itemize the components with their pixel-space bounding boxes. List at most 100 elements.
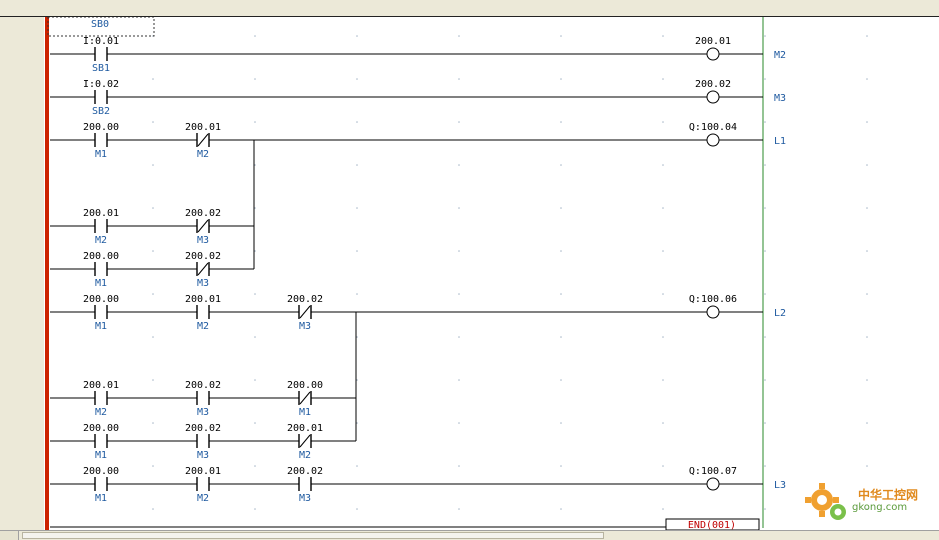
watermark-logo: 中华工控网 gkong.com	[800, 478, 939, 530]
grid-dot	[152, 508, 154, 510]
contact-address: 200.00	[83, 466, 119, 477]
grid-dot	[356, 422, 358, 424]
grid-dot	[356, 164, 358, 166]
grid-dot	[254, 379, 256, 381]
contact-symbol: M3	[197, 235, 209, 246]
grid-dot	[662, 379, 664, 381]
contact-symbol: M2	[197, 321, 209, 332]
contact-address: 200.02	[185, 208, 221, 219]
coil-label: L3	[774, 480, 786, 491]
grid-dot	[662, 422, 664, 424]
grid-dot	[560, 379, 562, 381]
grid-dot	[866, 422, 868, 424]
ladder-diagram[interactable]: SB0I:0.01SB1200.01M2I:0.02SB2200.02M3200…	[44, 17, 939, 530]
coil-label: L2	[774, 308, 786, 319]
grid-dot	[662, 336, 664, 338]
scroll-left-button[interactable]	[0, 531, 19, 540]
contact-address: 200.00	[83, 122, 119, 133]
selection-label: SB0	[91, 19, 109, 30]
grid-dot	[662, 35, 664, 37]
end-instruction: END(001)	[688, 520, 736, 530]
grid-dot	[152, 379, 154, 381]
contact-symbol: M3	[197, 407, 209, 418]
grid-dot	[866, 78, 868, 80]
grid-dot	[458, 508, 460, 510]
grid-dot	[356, 250, 358, 252]
grid-dot	[764, 250, 766, 252]
grid-dot	[254, 293, 256, 295]
left-power-rail	[45, 17, 49, 530]
contact-address: 200.01	[185, 466, 221, 477]
contact-symbol: SB2	[92, 106, 110, 117]
contact-address: 200.02	[287, 294, 323, 305]
grid-dot	[254, 35, 256, 37]
contact-symbol: M1	[95, 149, 107, 160]
grid-dot	[152, 164, 154, 166]
grid-dot	[254, 207, 256, 209]
grid-dot	[662, 207, 664, 209]
grid-dot	[764, 164, 766, 166]
grid-dot	[560, 78, 562, 80]
coil-label: M3	[774, 93, 786, 104]
contact-symbol: M2	[197, 149, 209, 160]
grid-dot	[356, 207, 358, 209]
contact-address: 200.02	[185, 251, 221, 262]
grid-dot	[560, 465, 562, 467]
grid-dot	[152, 422, 154, 424]
grid-dot	[764, 422, 766, 424]
watermark-cn: 中华工控网	[858, 488, 919, 502]
contact-symbol: SB1	[92, 63, 110, 74]
grid-dot	[356, 336, 358, 338]
grid-dot	[560, 121, 562, 123]
contact-symbol: M2	[95, 235, 107, 246]
contact-address: 200.02	[185, 423, 221, 434]
grid-dot	[152, 78, 154, 80]
grid-dot	[254, 164, 256, 166]
output-coil	[706, 305, 720, 319]
grid-dot	[866, 465, 868, 467]
grid-dot	[152, 121, 154, 123]
grid-dot	[764, 121, 766, 123]
grid-dot	[458, 465, 460, 467]
grid-dot	[560, 508, 562, 510]
grid-dot	[764, 293, 766, 295]
contact-address: 200.00	[83, 251, 119, 262]
contact-symbol: M3	[197, 450, 209, 461]
contact-address: 200.01	[287, 423, 323, 434]
grid-dot	[458, 35, 460, 37]
nc-contact-slash	[299, 305, 311, 319]
scroll-thumb[interactable]	[22, 532, 604, 539]
contact-symbol: M3	[299, 493, 311, 504]
grid-dot	[866, 336, 868, 338]
coil-address: Q:100.04	[689, 122, 737, 133]
contact-address: 200.01	[83, 208, 119, 219]
grid-dot	[458, 336, 460, 338]
grid-dot	[866, 293, 868, 295]
grid-dot	[254, 422, 256, 424]
contact-symbol: M3	[299, 321, 311, 332]
grid-dot	[254, 465, 256, 467]
grid-dot	[458, 164, 460, 166]
grid-dot	[152, 293, 154, 295]
contact-address: 200.00	[83, 423, 119, 434]
grid-dot	[560, 207, 562, 209]
grid-dot	[560, 336, 562, 338]
nc-contact-slash	[197, 262, 209, 276]
grid-dot	[458, 207, 460, 209]
end-instruction-box	[665, 518, 760, 530]
grid-dot	[254, 78, 256, 80]
grid-dot	[356, 379, 358, 381]
nc-contact-slash	[299, 434, 311, 448]
contact-address: I:0.02	[83, 79, 119, 90]
nc-contact-slash	[197, 219, 209, 233]
contact-symbol: M2	[95, 407, 107, 418]
grid-dot	[662, 121, 664, 123]
contact-address: 200.01	[185, 122, 221, 133]
grid-dot	[866, 207, 868, 209]
contact-symbol: M1	[95, 321, 107, 332]
grid-dot	[356, 293, 358, 295]
grid-dot	[356, 121, 358, 123]
grid-dot	[662, 250, 664, 252]
grid-dot	[458, 379, 460, 381]
